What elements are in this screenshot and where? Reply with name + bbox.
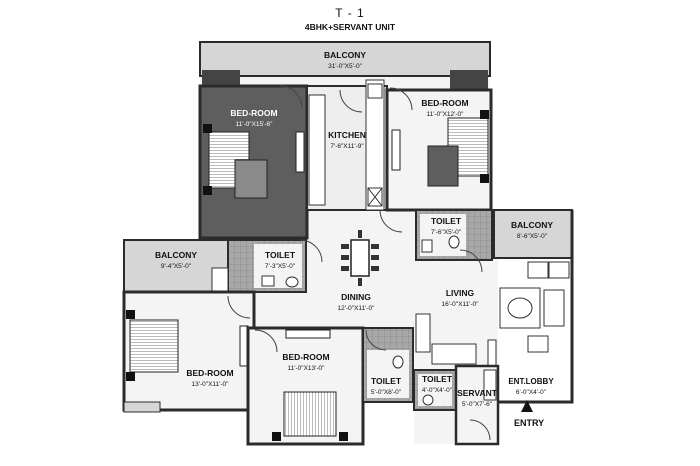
washbasin-icon [261, 275, 275, 287]
balcony-east-label: BALCONY [511, 220, 553, 230]
living-dimension: 16'-0"X11'-0" [442, 301, 480, 308]
balcony-top-label: BALCONY [324, 50, 366, 60]
servant-bed [483, 369, 497, 401]
ent-lobby-dimension: 6'-0"X4'-0" [516, 389, 547, 396]
ent-lobby-label: ENT.LOBBY [508, 377, 554, 386]
entry-label: ENTRY [514, 418, 544, 428]
bedroom-ne-dimension: 11'-0"X12'-0" [427, 111, 465, 118]
nightstand [203, 186, 212, 195]
toilet-w-label: TOILET [265, 250, 296, 260]
toilet-w-dimension: 7'-3"X5'-0" [265, 263, 296, 270]
toilet-servant-dimension: 4'-0"X4'-0" [422, 387, 453, 394]
ent-lobby-wall [497, 366, 572, 403]
bedroom-sw-dimension: 13'-0"X11'-0" [192, 381, 230, 388]
washbasin-icon [421, 239, 433, 253]
room-labels: BALCONY 31'-0"X5'-0" BED-ROOM 11'-0"X15'-6"… [155, 50, 554, 408]
bedroom-nw-label: BED-ROOM [230, 108, 277, 118]
servant-dimension: 5'-0"X7'-6" [462, 401, 493, 408]
shaft [211, 267, 229, 293]
door-swings [227, 85, 491, 441]
bed-sw [129, 319, 179, 373]
nightstand [126, 372, 135, 381]
wardrobe-s [285, 329, 331, 339]
wardrobe-ne [391, 129, 401, 171]
living-label: LIVING [446, 288, 475, 298]
toilet-ne-dimension: 7'-6"X5'-0" [431, 229, 462, 236]
kitchen-label: KITCHEN [328, 130, 366, 140]
servant-label: SERVANT [457, 388, 498, 398]
bedroom-ne-label: BED-ROOM [421, 98, 468, 108]
kitchen-appliance [367, 187, 383, 207]
wc-icon [392, 355, 404, 369]
nightstand [203, 124, 212, 133]
balcony-top-dimension: 31'-0"X5'-0" [328, 63, 363, 70]
bed-ne-sheet [427, 145, 459, 187]
balcony-east-dimension: 8'-6"X5'-0" [517, 233, 548, 240]
toilet-servant-label: TOILET [422, 374, 453, 384]
kitchen-counter [365, 79, 385, 211]
kitchen-appliance [367, 187, 383, 207]
nightstand [126, 310, 135, 319]
nightstand [480, 110, 489, 119]
column-block [450, 70, 488, 90]
dining-chairs [341, 230, 379, 286]
wardrobe-nw [295, 131, 305, 173]
bedroom-nw-dimension: 11'-0"X15'-6" [236, 121, 274, 128]
balcony-west-dimension: 9'-4"X5'-0" [161, 263, 192, 270]
toilet-ne-label: TOILET [431, 216, 462, 226]
dining-label: DINING [341, 292, 371, 302]
entry-arrow-icon [521, 400, 533, 412]
dining-table [350, 239, 370, 277]
balcony-west-label: BALCONY [155, 250, 197, 260]
living-furniture [415, 261, 570, 367]
wc-icon [285, 276, 299, 288]
bedroom-s-dimension: 11'-0"X13'-0" [288, 365, 326, 372]
nightstand [339, 432, 348, 441]
kitchen-counter [308, 94, 326, 206]
bed-nw-sheet [234, 159, 268, 199]
balcony-sw [123, 401, 161, 413]
bedroom-s-label: BED-ROOM [282, 352, 329, 362]
bedroom-sw-label: BED-ROOM [186, 368, 233, 378]
wc-icon [422, 394, 434, 406]
toilet-s-dimension: 5'-0"X8'-0" [371, 389, 402, 396]
wc-icon [448, 235, 460, 249]
plan-title: T - 1 [335, 6, 365, 20]
nightstand [272, 432, 281, 441]
kitchen-sink [367, 83, 383, 99]
dining-dimension: 12'-0"X11'-0" [338, 305, 376, 312]
bed-s [283, 391, 337, 437]
plan-subtitle: 4BHK+SERVANT UNIT [304, 22, 396, 32]
nightstand [480, 174, 489, 183]
kitchen-dimension: 7'-6"X11'-9" [330, 143, 364, 150]
balcony-top [199, 41, 491, 77]
toilet-s-label: TOILET [371, 376, 402, 386]
balcony-east [493, 209, 573, 259]
